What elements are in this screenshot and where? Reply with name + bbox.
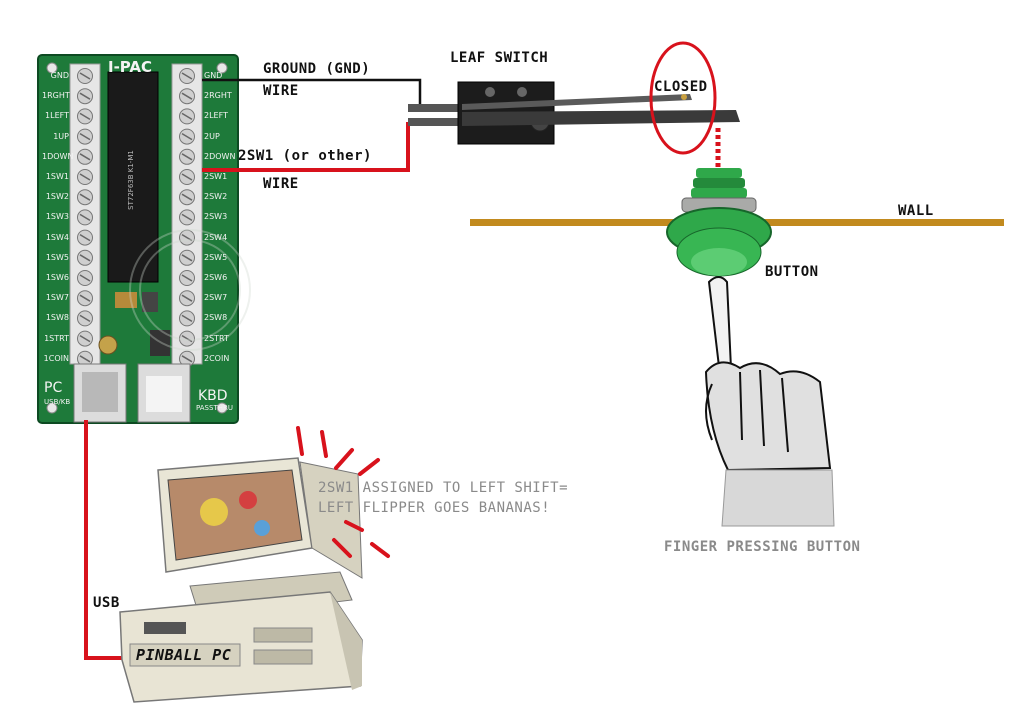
board-kbd-label: KBD (198, 388, 228, 404)
board-kbd-sub: PASSTHRU (196, 404, 233, 412)
right-terminal-screws (179, 68, 195, 367)
pin-label-left-gnd: GND (50, 71, 69, 80)
pin-label-left-1sw2: 1SW2 (45, 192, 69, 202)
terminal-screw-slot (181, 92, 193, 100)
terminal-screw-slot (181, 334, 193, 343)
terminal-screw-slot (181, 233, 193, 242)
svg-text:ST72F63B K1-M1: ST72F63B K1-M1 (127, 150, 135, 210)
terminal-screw-slot (181, 193, 193, 201)
pin-label-right-2left: 2LEFT (204, 111, 228, 121)
pin-label-left-1sw7: 1SW7 (45, 293, 69, 303)
terminal-screw-slot (181, 314, 193, 323)
pinball-pc-label: PINBALL PC (136, 646, 232, 664)
terminal-screw-slot (79, 72, 91, 80)
terminal-screw-slot (79, 193, 91, 201)
terminal-screw-slot (79, 314, 91, 323)
pin-label-right-2up: 2UP (204, 131, 220, 141)
terminal-screw-slot (79, 213, 91, 222)
terminal-screw-slot (181, 153, 193, 161)
pin-label-right-2strt: 2STRT (204, 333, 229, 343)
pin-label-left-1sw6: 1SW6 (45, 273, 69, 282)
terminal-screw-slot (79, 153, 91, 161)
ground-wire-label-2: WIRE (263, 83, 299, 99)
pin-label-left-1rght: 1RGHT (42, 91, 70, 101)
pin-label-right-2sw5: 2SW5 (204, 252, 228, 262)
terminal-screw-slot (79, 254, 91, 262)
board-pc-label: PC (44, 380, 63, 396)
pin-label-left-1coin: 1COIN (43, 353, 69, 363)
board-pc-sub: USB/KB (44, 398, 71, 406)
pin-label-left-1sw3: 1SW3 (45, 212, 69, 222)
pin-label-left-1sw4: 1SW4 (45, 232, 69, 242)
terminal-screw-slot (79, 92, 91, 100)
switch-wire-label: 2SW1 (or other) (238, 148, 372, 164)
usb-cable (84, 420, 128, 660)
left-terminal-screws (77, 68, 93, 367)
watermark (129, 229, 251, 351)
terminal-screw-slot (79, 274, 91, 282)
wall-label: WALL (898, 203, 934, 219)
board-brand: I-PAC (108, 58, 153, 76)
switch-wire-label-2: WIRE (263, 176, 299, 192)
ground-wire (202, 78, 422, 108)
burst-lines (296, 426, 390, 558)
terminal-screw-slot (79, 233, 91, 242)
terminal-screw-slot (79, 355, 91, 363)
pin-label-left-1sw5: 1SW5 (45, 252, 69, 262)
pin-label-right-2sw2: 2SW2 (204, 192, 228, 202)
leaf-switch (408, 81, 740, 145)
closed-contact-circle (649, 41, 717, 155)
terminal-screw-slot (181, 355, 193, 363)
terminal-screw-slot (181, 72, 193, 80)
assignment-label: 2SW1 ASSIGNED TO LEFT SHIFT= (318, 480, 569, 496)
pin-label-right-2sw1: 2SW1 (204, 172, 228, 181)
pin-label-right-2down: 2DOWN (204, 151, 236, 161)
assignment-label-2: LEFT FLIPPER GOES BANANAS! (318, 500, 551, 516)
pin-label-left-1sw8: 1SW8 (45, 313, 69, 323)
arcade-button (666, 168, 772, 277)
pin-label-left-1strt: 1STRT (44, 333, 69, 343)
pin-label-left-1up: 1UP (53, 131, 69, 141)
pin-label-left-1down: 1DOWN (42, 151, 74, 161)
pin-label-right-2sw7: 2SW7 (204, 293, 228, 303)
pin-label-right-2coin: 2COIN (204, 353, 230, 363)
pin-label-left-1left: 1LEFT (45, 111, 69, 121)
leaf-switch-label: LEAF SWITCH (450, 50, 549, 66)
pin-label-right-2rght: 2RGHT (204, 91, 232, 101)
ipac-board: ST72F63B K1-M1 (37, 54, 239, 424)
pinball-pc (119, 457, 363, 703)
button-label: BUTTON (765, 264, 819, 280)
terminal-screw-slot (79, 334, 91, 343)
finger-label: FINGER PRESSING BUTTON (664, 539, 861, 555)
terminal-screw-slot (79, 132, 91, 141)
pin-label-right-2sw4: 2SW4 (204, 232, 228, 242)
terminal-screw-slot (79, 294, 91, 302)
ground-wire-label: GROUND (GND) (263, 61, 371, 77)
pin-label-right-2sw3: 2SW3 (204, 212, 228, 222)
terminal-screw-slot (181, 213, 193, 222)
terminal-screw-slot (181, 173, 193, 181)
terminal-screw-slot (181, 274, 193, 282)
terminal-screw-slot (181, 254, 193, 262)
closed-label: CLOSED (654, 79, 708, 95)
pointing-hand (704, 276, 835, 527)
pin-label-left-1sw1: 1SW1 (45, 172, 69, 181)
pin-label-right-gnd: GND (204, 71, 223, 80)
terminal-screw-slot (181, 112, 193, 121)
terminal-screw-slot (181, 132, 193, 141)
terminal-screw-slot (181, 294, 193, 302)
pin-label-right-2sw6: 2SW6 (204, 273, 228, 282)
pin-label-right-2sw8: 2SW8 (204, 313, 228, 323)
terminal-screw-slot (79, 173, 91, 181)
usb-label: USB (93, 595, 120, 611)
terminal-screw-slot (79, 112, 91, 121)
